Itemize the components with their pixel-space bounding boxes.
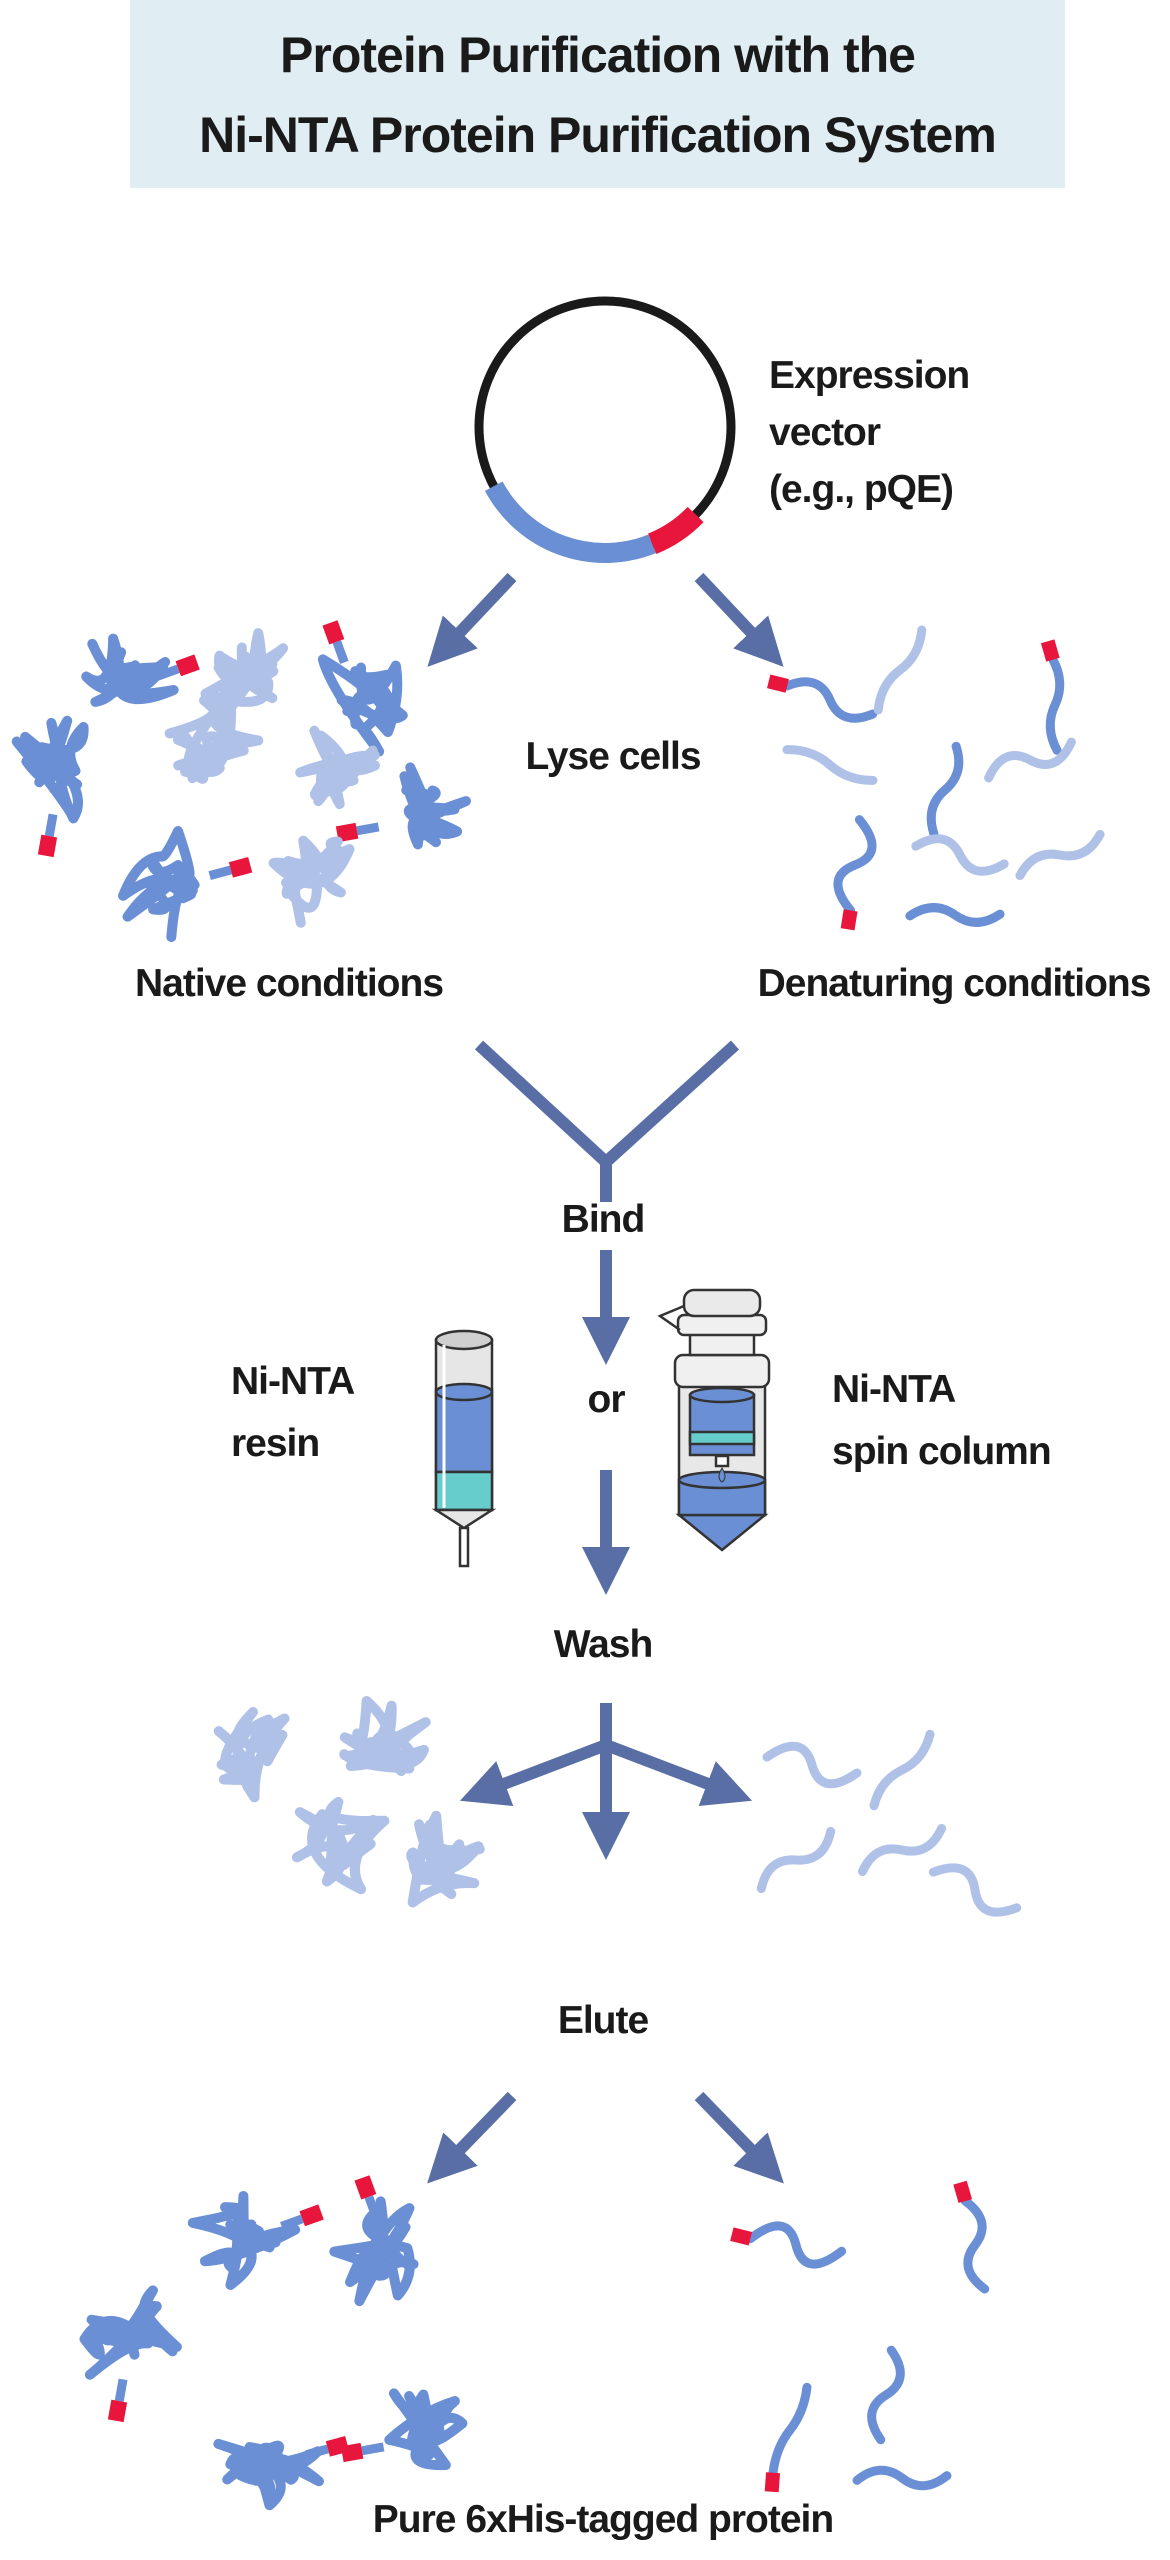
vector-label-line-3: (e.g., pQE)	[769, 468, 954, 511]
tagged-denatured-protein	[833, 815, 877, 931]
plasmid-icon	[474, 296, 736, 563]
untagged-denatured-protein	[911, 834, 1009, 876]
or-label: or	[587, 1378, 626, 1421]
merge-lines	[474, 1040, 740, 1171]
step-lyse-cells: Lyse cells	[525, 735, 701, 778]
tagged-denatured-protein	[766, 674, 878, 723]
resin-label-line-1: Ni-NTA	[231, 1360, 355, 1403]
untagged-denatured-protein	[928, 1863, 1022, 1917]
tagged-globular-protein	[118, 826, 253, 943]
ni-nta-resin-column-icon	[431, 1329, 497, 1568]
untagged-denatured-protein	[756, 1826, 836, 1894]
tagged-globular-protein	[11, 715, 89, 858]
step-wash: Wash	[553, 1623, 654, 1666]
title-line-1: Protein Purification with the	[280, 27, 916, 83]
untagged-globular-protein	[291, 1796, 390, 1895]
step-bind: Bind	[561, 1198, 646, 1241]
resin-label-line-2: resin	[231, 1422, 320, 1465]
untagged-denatured-protein	[762, 1741, 862, 1789]
tagged-globular-protein	[81, 633, 200, 707]
untagged-globular-protein	[164, 694, 264, 784]
native-conditions-label: Native conditions	[134, 962, 444, 1005]
arrow-elute-native	[427, 2091, 517, 2184]
untagged-denatured-protein	[857, 1824, 947, 1876]
tagged-globular-protein	[317, 620, 408, 757]
arrow-to-denaturing	[694, 572, 784, 667]
untagged-globular-protein	[200, 628, 289, 721]
untagged-globular-protein	[295, 725, 380, 810]
step-elute: Elute	[557, 1999, 649, 2042]
vector-label-line-1: Expression	[769, 354, 970, 397]
untagged-denatured-protein	[782, 745, 878, 785]
denaturing-conditions-label: Denaturing conditions	[757, 962, 1152, 1005]
arrow-wash-native	[459, 1739, 609, 1807]
untagged-globular-protein	[406, 1810, 485, 1908]
untagged-denatured-protein	[867, 2345, 905, 2445]
title-line-2: Ni-NTA Protein Purification System	[199, 107, 997, 163]
tagged-globular-protein	[187, 2190, 324, 2290]
untagged-denatured-protein	[926, 741, 964, 839]
untagged-denatured-protein	[869, 1729, 935, 1811]
vector-label-line-2: vector	[769, 411, 881, 454]
tagged-denatured-protein	[730, 2221, 847, 2269]
untagged-denatured-protein	[852, 2465, 952, 2491]
untagged-denatured-protein	[873, 625, 927, 715]
spin-column-label-line-2: spin column	[832, 1430, 1052, 1473]
arrow-wash-denatured	[603, 1739, 753, 1807]
tagged-denatured-protein	[953, 2180, 990, 2294]
tagged-globular-protein	[329, 2175, 419, 2307]
tagged-denatured-protein	[1040, 639, 1065, 755]
untagged-denatured-protein	[1015, 829, 1105, 881]
untagged-globular-protein	[268, 835, 355, 928]
arrow-elute-denatured	[694, 2091, 784, 2184]
untagged-globular-protein	[339, 1695, 431, 1777]
tagged-denatured-protein	[764, 2382, 812, 2493]
untagged-globular-protein	[213, 1707, 290, 1803]
arrow-to-native	[427, 572, 517, 667]
untagged-denatured-protein	[984, 737, 1076, 783]
result-label: Pure 6xHis-tagged protein	[372, 2498, 834, 2541]
tagged-globular-protein	[79, 2285, 182, 2423]
untagged-denatured-protein	[905, 903, 1005, 927]
tagged-globular-protein	[340, 2388, 468, 2471]
tagged-globular-protein	[213, 2436, 350, 2511]
title-banner: Protein Purification with the Ni-NTA Pro…	[130, 0, 1065, 188]
ni-nta-spin-column-icon	[657, 1288, 771, 1552]
tagged-globular-protein	[335, 762, 471, 850]
spin-column-label-line-1: Ni-NTA	[832, 1368, 956, 1411]
